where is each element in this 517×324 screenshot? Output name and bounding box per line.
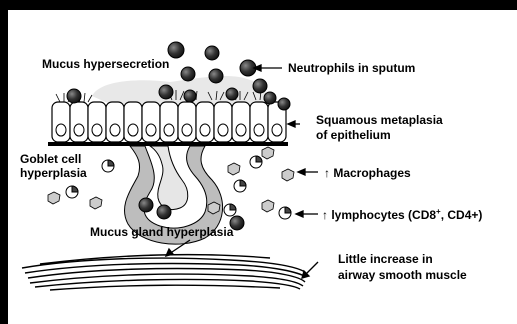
- smooth-muscle: [22, 255, 306, 290]
- gland-lumen: [150, 146, 188, 210]
- label-lymphocytes-suffix: , CD4+): [441, 208, 483, 222]
- label-goblet-2: hyperplasia: [20, 166, 87, 180]
- label-squamous-1: Squamous metaplasia: [316, 113, 443, 127]
- label-mucus-hypersecretion: Mucus hypersecretion: [42, 57, 169, 71]
- label-smooth-muscle-1: Little increase in: [338, 252, 433, 266]
- label-macrophages: ↑ Macrophages: [324, 166, 411, 180]
- basement-membrane: [48, 142, 288, 146]
- label-mucus-gland: Mucus gland hyperplasia: [90, 225, 234, 239]
- label-smooth-muscle-2: airway smooth muscle: [338, 268, 467, 282]
- label-goblet-1: Goblet cell: [20, 152, 81, 166]
- label-lymphocytes: ↑ lymphocytes (CD8+, CD4+): [322, 207, 482, 222]
- label-neutrophils: Neutrophils in sputum: [288, 61, 415, 75]
- label-squamous-2: of epithelium: [316, 128, 391, 142]
- label-lymphocytes-prefix: ↑ lymphocytes (CD8: [322, 208, 436, 222]
